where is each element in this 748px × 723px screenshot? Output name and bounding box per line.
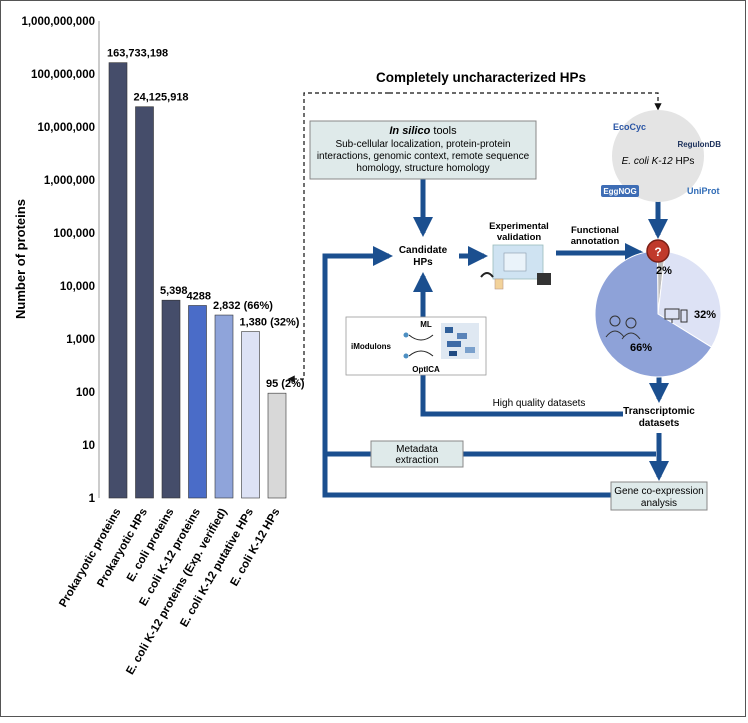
y-tick-label: 100,000,000 [31, 69, 95, 81]
gene-coexp-line-1: Gene co-expression [614, 486, 704, 497]
y-tick-label: 1,000,000 [44, 175, 95, 187]
workflow-diagram: Completely uncharacterized HPs In silico… [309, 70, 722, 511]
bar-value-label: 4288 [187, 290, 211, 302]
y-axis-label: Number of proteins [13, 199, 28, 319]
experimental-line-2: validation [497, 232, 542, 243]
functional-line-1: Functional [571, 225, 619, 236]
scientists-icon [605, 315, 641, 340]
bar-value-label: 95 (2%) [266, 378, 305, 390]
high-quality-label: High quality datasets [493, 398, 586, 409]
diagram-title: Completely uncharacterized HPs [376, 70, 586, 85]
database-circle [612, 110, 704, 202]
question-mark-icon [646, 239, 670, 263]
bar [241, 331, 260, 499]
insilico-box [309, 120, 537, 180]
ecocyc-logo: EcoCyc [613, 122, 646, 132]
bar-value-label: 1,380 (32%) [240, 317, 300, 329]
bar [108, 62, 128, 499]
eggnog-logo-box [601, 185, 639, 197]
insilico-line-3: homology, structure homology [356, 163, 489, 174]
bar-value-label: 5,398 [160, 285, 188, 297]
y-tick-label: 1 [89, 493, 96, 505]
experimental-line-1: Experimental [489, 221, 549, 232]
insilico-line-2: interactions, genomic context, remote se… [317, 151, 530, 162]
computer-icon [664, 308, 688, 323]
candidate-line-1: Candidate [399, 245, 448, 256]
y-tick-label: 1,000 [66, 334, 95, 346]
bar [267, 392, 287, 499]
y-tick-label: 100,000 [53, 228, 95, 240]
pie-slice [594, 250, 713, 378]
pie-label-66: 66% [630, 342, 652, 354]
bar [188, 305, 207, 499]
bar [214, 314, 234, 499]
x-tick-label: E. coli K-12 HPs [228, 507, 282, 589]
bar [161, 299, 181, 499]
regulondb-logo: RegulonDB [677, 140, 721, 149]
gene-coexp-line-2: analysis [641, 498, 677, 509]
metadata-line-1: Metadata [396, 444, 438, 455]
y-tick-label: 1,000,000,000 [21, 16, 95, 28]
question-mark-text: ? [654, 245, 661, 259]
pie-label-2: 2% [656, 265, 672, 277]
bar [135, 106, 154, 499]
dashed-connector [287, 92, 389, 383]
bar-value-label: 24,125,918 [134, 92, 189, 104]
database-label: E. coli K-12 HPs [622, 156, 695, 167]
ml-label: ML [420, 320, 432, 329]
y-tick-label: 10,000 [60, 281, 95, 293]
gene-coexpression-box [610, 481, 708, 511]
y-tick-label: 100 [76, 387, 95, 399]
insilico-title: In silico tools [389, 125, 457, 137]
optica-label: OptICA [412, 365, 440, 374]
candidate-line-2: HPs [413, 257, 433, 268]
insilico-line-1: Sub-cellular localization, protein-prote… [335, 139, 510, 150]
imodulons-label: iModulons [351, 342, 392, 351]
functional-line-2: annotation [571, 236, 620, 247]
metadata-line-2: extraction [395, 455, 438, 466]
y-tick-label: 10,000,000 [37, 122, 95, 134]
arrow-outer-loop [322, 246, 611, 498]
ica-matrix-icon [403, 323, 479, 359]
y-tick-label: 10 [82, 440, 95, 452]
bar-chart: 1 10 100 1,000 10,000 100,000 1,000,000 10,000,… [13, 16, 305, 677]
eggnog-logo: EggNOG [603, 187, 636, 196]
bar-value-label: 2,832 (66%) [213, 300, 273, 312]
transcriptomic-line-2: datasets [639, 418, 680, 429]
lab-equipment-icon [480, 244, 551, 290]
pie-label-32: 32% [694, 309, 716, 321]
bars [108, 62, 287, 499]
metadata-box [370, 440, 464, 468]
uniprot-logo: UniProt [687, 186, 720, 196]
transcriptomic-line-1: Transcriptomic [623, 406, 695, 417]
bar-value-label: 163,733,198 [107, 48, 168, 60]
y-tick-labels: 1 10 100 1,000 10,000 100,000 1,000,000 10,000,… [21, 16, 95, 505]
dashed-connector-right [389, 92, 662, 111]
pie-chart [594, 250, 722, 378]
